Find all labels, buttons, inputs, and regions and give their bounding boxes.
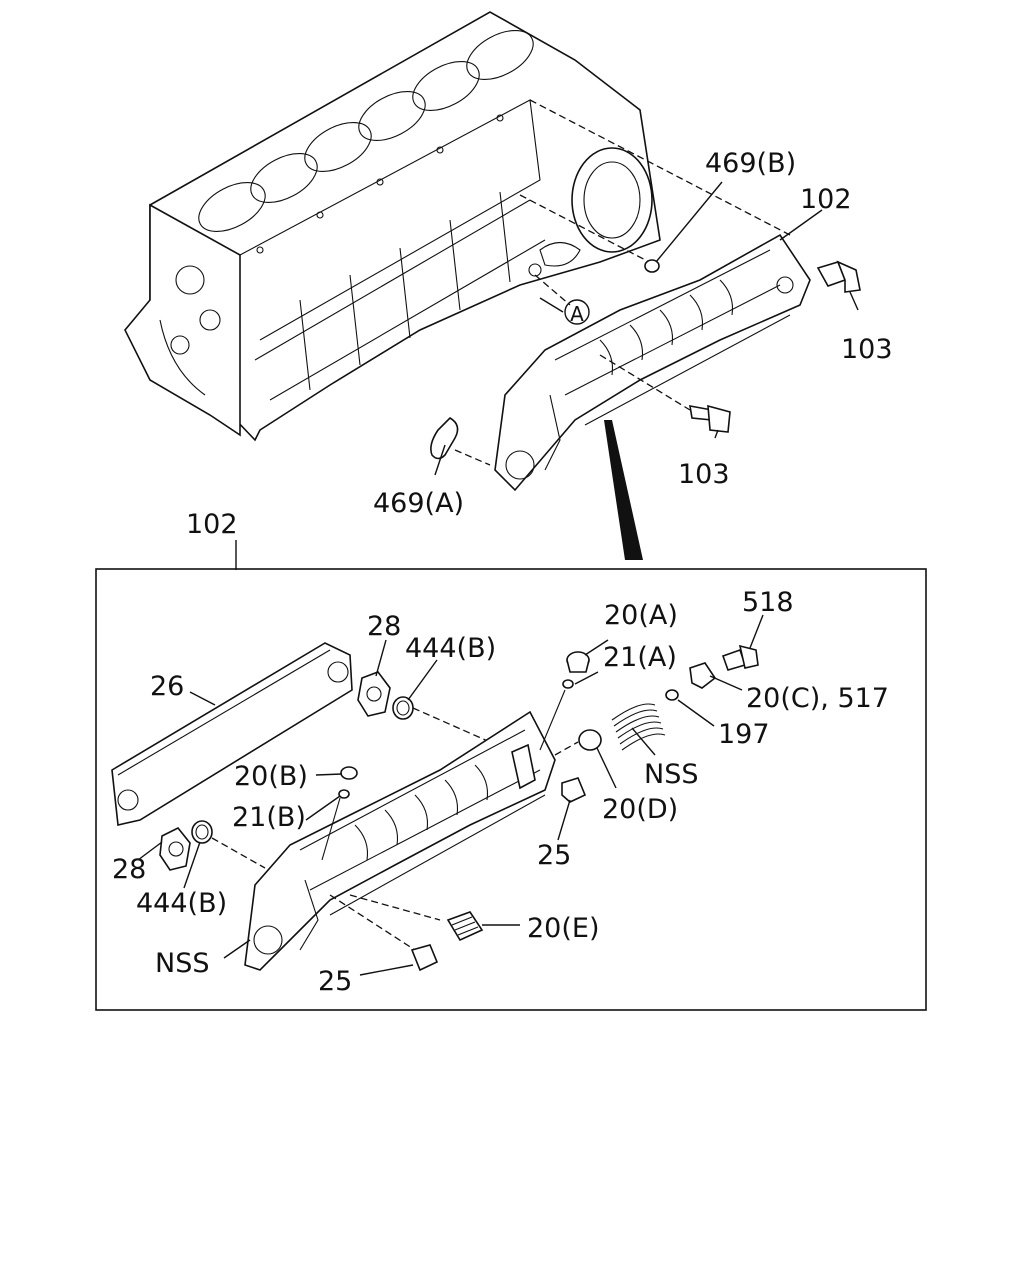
- oil-cooler-housing: [244, 710, 556, 971]
- label-nss-right: NSS: [644, 759, 698, 790]
- label-444b-top: 444(B): [405, 633, 496, 664]
- oil-cooler-upper: [494, 233, 811, 492]
- label-nss-left: NSS: [155, 948, 209, 979]
- label-20e: 20(E): [527, 913, 599, 944]
- ring-21a: [539, 679, 574, 751]
- label-444b-left: 444(B): [136, 888, 227, 919]
- label-21a: 21(A): [603, 642, 677, 673]
- label-102-top: 102: [800, 184, 852, 215]
- gasket-28-left: [159, 826, 191, 871]
- o-ring-444b-left: [191, 820, 266, 869]
- washer-197: [665, 689, 679, 701]
- label-21b: 21(B): [232, 802, 306, 833]
- o-ring-444b-top: [392, 696, 491, 743]
- label-26: 26: [150, 671, 184, 702]
- detail-pointer: [604, 420, 643, 560]
- label-20c-517: 20(C), 517: [746, 683, 889, 714]
- label-469a: 469(A): [373, 488, 464, 519]
- label-518: 518: [742, 587, 794, 618]
- label-469b-top: 469(B): [705, 148, 796, 179]
- label-102-box: 102: [186, 509, 238, 540]
- bolt-518: [721, 644, 759, 671]
- label-103-right: 103: [841, 334, 893, 365]
- cap-20d: [554, 729, 602, 756]
- label-25-bottom: 25: [318, 966, 352, 997]
- label-28-top: 28: [367, 611, 401, 642]
- detail-frame: [95, 568, 927, 1011]
- plug-20b: [340, 766, 358, 780]
- bolt-103-right: [816, 260, 861, 293]
- gasket-469a: [430, 416, 491, 466]
- bolt-103-middle: [599, 354, 731, 433]
- label-20a: 20(A): [604, 600, 678, 631]
- gasket-28-top: [357, 671, 391, 717]
- nut-25-bottom: [410, 944, 439, 972]
- label-20d: 20(D): [602, 794, 678, 825]
- ring-21b: [321, 789, 350, 861]
- plate-26: [111, 642, 353, 826]
- label-197: 197: [718, 719, 770, 750]
- label-25-middle: 25: [537, 840, 571, 871]
- nut-25-middle: [561, 777, 587, 803]
- plug-20a: [566, 651, 590, 673]
- label-28-left: 28: [112, 854, 146, 885]
- label-20b: 20(B): [234, 761, 308, 792]
- element-20e: [446, 911, 484, 942]
- reference-a-label: A: [570, 302, 584, 326]
- leader-lines: [137, 181, 859, 976]
- valve-20c: [689, 662, 717, 689]
- engine-block: [124, 11, 791, 442]
- label-103-middle: 103: [678, 459, 730, 490]
- reference-circle-a: A: [564, 299, 590, 326]
- spring-nss-right: [611, 703, 666, 751]
